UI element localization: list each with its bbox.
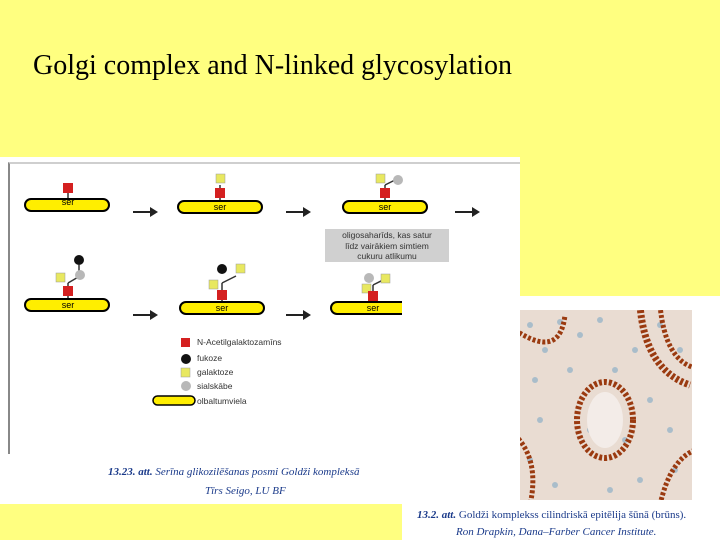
legend	[152, 338, 196, 406]
micrograph-credit: Ron Drapkin, Dana–Farber Cancer Institut…	[456, 526, 657, 538]
ser-label: ser	[367, 303, 380, 313]
sialic-acid-swatch	[181, 381, 191, 391]
ser-label: ser	[216, 303, 229, 313]
arrow-3	[455, 207, 480, 217]
protein-chain	[24, 198, 110, 212]
ser-label: ser	[62, 300, 75, 310]
legend-label: fukoze	[197, 353, 223, 363]
n-acetylgalactosamine-icon	[63, 183, 73, 193]
figure-credit: Tīrs Seigo, LU BF	[205, 485, 286, 497]
caption-text: Goldži komplekss cilindriskā epitēlija š…	[456, 509, 687, 521]
arrow-5	[286, 310, 311, 320]
bottom-band	[0, 504, 400, 540]
oligosaccharide-note: oligosaharīds, kas satur līdz vairākiem …	[325, 229, 449, 262]
figure-caption: 13.23. att. Serīna glikozilēšanas posmi …	[108, 466, 359, 478]
golgi-micrograph-image	[520, 310, 692, 500]
legend-label: N-Acetilgalaktozamīns	[197, 337, 282, 347]
note-line: cukuru atlikumu	[357, 251, 417, 261]
caption-text: Serīna glikozilēšanas posmi Goldži kompl…	[152, 466, 360, 478]
step-3: ser	[342, 173, 428, 214]
micrograph-caption: 13.2. att. Goldži komplekss cilindriskā …	[417, 509, 686, 521]
micrograph-panel	[402, 296, 720, 540]
step-1: ser	[24, 183, 110, 212]
ser-label: ser	[62, 197, 75, 207]
step-4: ser	[24, 255, 110, 312]
ser-label: ser	[214, 202, 227, 212]
fucose-swatch	[181, 354, 191, 364]
arrow-4	[133, 310, 158, 320]
caption-label: 13.23. att.	[108, 466, 153, 478]
n-acetylgalactosamine-swatch	[181, 338, 190, 347]
note-line: oligosaharīds, kas satur	[342, 230, 432, 240]
note-line: līdz vairākiem simtiem	[345, 240, 429, 251]
diagram-frame	[8, 162, 520, 454]
legend-label: olbaltumviela	[197, 396, 247, 406]
step-5: ser	[179, 263, 265, 315]
step-2: ser	[177, 173, 263, 214]
legend-label: galaktoze	[197, 367, 234, 377]
slide-title: Golgi complex and N-linked glycosylation	[33, 50, 513, 81]
step-6: ser	[330, 273, 416, 315]
legend-label: sialskābe	[197, 381, 233, 391]
galactose-swatch	[180, 367, 191, 378]
ser-label: ser	[379, 202, 392, 212]
arrow-1	[133, 207, 158, 217]
protein-swatch	[152, 395, 196, 406]
diagram-svg: ser ser ser	[24, 173, 480, 406]
caption-label: 13.2. att.	[417, 509, 457, 521]
arrow-2	[286, 207, 311, 217]
